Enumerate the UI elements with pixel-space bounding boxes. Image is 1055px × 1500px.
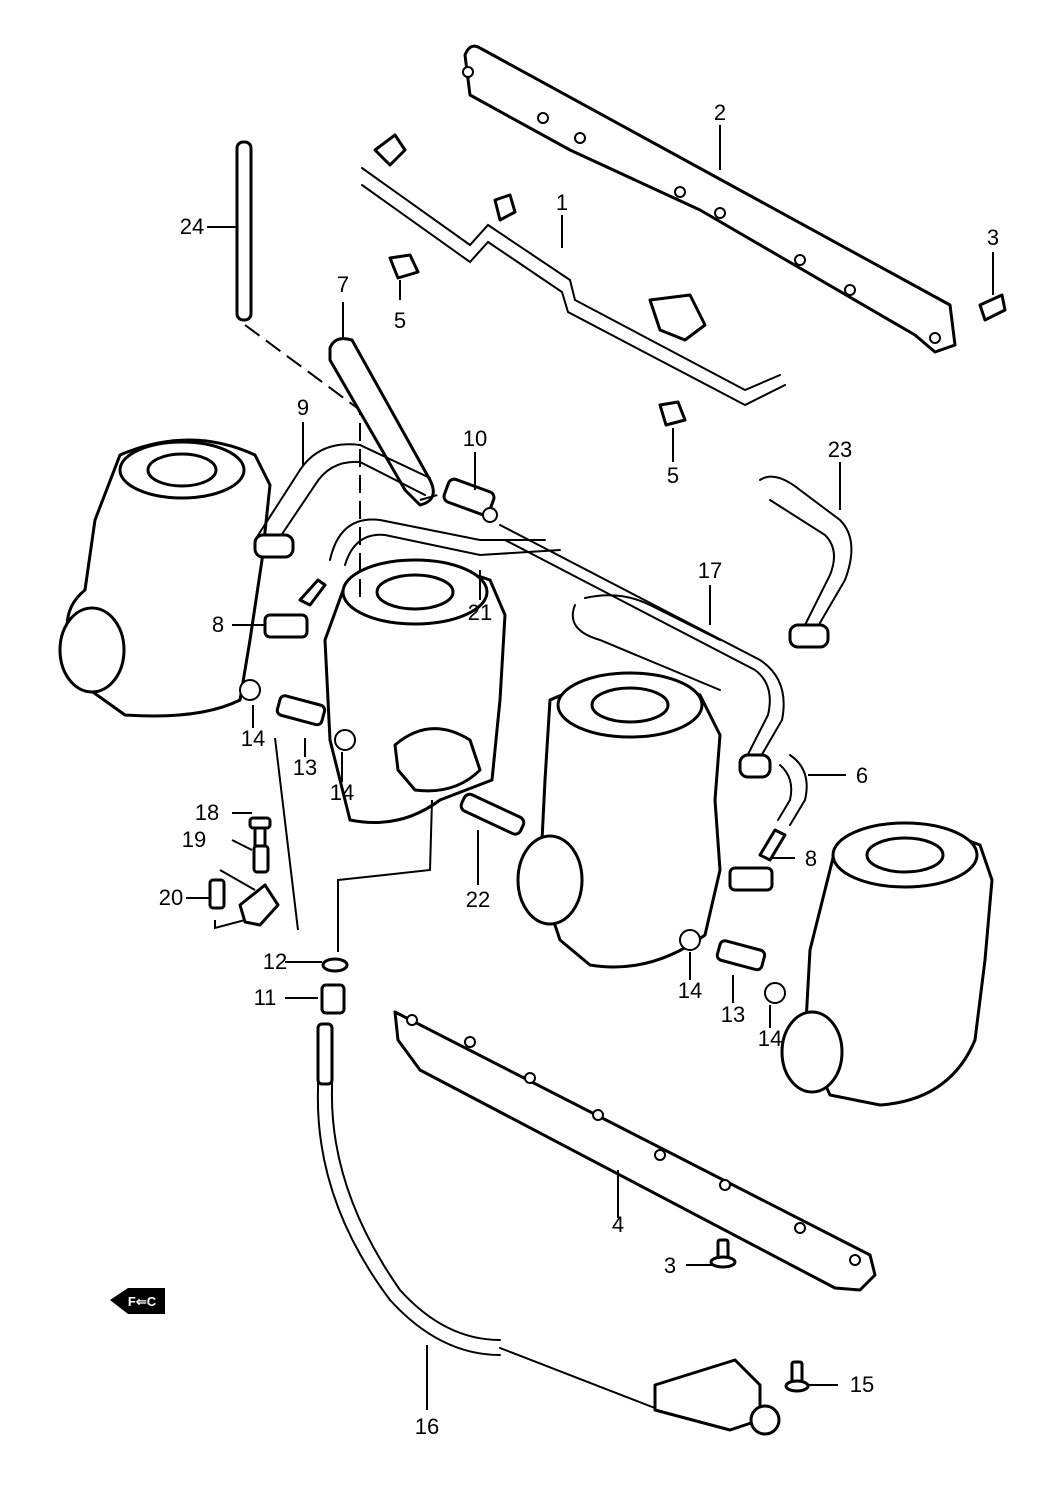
callout-21: 21 <box>468 600 492 625</box>
screw-bottom <box>709 1238 737 1269</box>
callout-5: 5 <box>394 308 406 333</box>
carburetor-body-4 <box>780 821 994 1107</box>
callout-12: 12 <box>263 949 287 974</box>
callout-14: 14 <box>758 1026 782 1051</box>
nipple-fitting-right <box>728 828 787 892</box>
loop-hose <box>571 594 721 691</box>
bent-hose-left <box>253 443 431 559</box>
upper-bracket-plate <box>462 44 957 354</box>
callout-13: 13 <box>721 1002 745 1027</box>
screw-cable-bracket <box>784 1360 810 1393</box>
clip-top <box>388 253 420 280</box>
wire-bracket <box>361 133 786 407</box>
callout-15: 15 <box>850 1372 874 1397</box>
callout-4: 4 <box>612 1212 624 1237</box>
callout-9: 9 <box>297 395 309 420</box>
lower-bracket-plate <box>393 1010 877 1292</box>
carburetor-body-3 <box>516 671 722 969</box>
callout-8: 8 <box>212 612 224 637</box>
callout-23: 23 <box>828 437 852 462</box>
callout-24: 24 <box>180 214 204 239</box>
callout-labels: 1 2 3 3 4 5 5 6 7 8 8 9 10 11 12 13 13 1… <box>159 100 999 1439</box>
short-hose <box>328 337 456 507</box>
screw-top-right <box>978 293 1007 322</box>
clip-middle <box>658 400 687 427</box>
callout-6: 6 <box>856 763 868 788</box>
pipe-fitting <box>459 792 526 836</box>
front-direction-marker: F⇐C <box>110 1288 165 1314</box>
callout-2: 2 <box>714 100 726 125</box>
nipple-fitting-left <box>263 578 327 639</box>
t-fitting <box>442 477 498 523</box>
front-marker-text: F⇐C <box>128 1294 157 1309</box>
callout-14: 14 <box>330 780 354 805</box>
callout-14: 14 <box>678 978 702 1003</box>
joint-fitting-right <box>679 929 786 1004</box>
throttle-cable <box>316 1022 781 1436</box>
callout-leaders <box>186 125 994 1410</box>
long-hose-center <box>499 524 785 779</box>
callout-5: 5 <box>667 463 679 488</box>
callout-3: 3 <box>664 1253 676 1278</box>
callout-14: 14 <box>241 726 265 751</box>
joint-fitting-left <box>239 679 356 751</box>
callout-16: 16 <box>415 1414 439 1439</box>
callout-17: 17 <box>698 558 722 583</box>
long-hose-rear <box>329 518 561 566</box>
short-bent-hose <box>777 754 808 826</box>
spring-and-washer <box>320 799 433 1015</box>
adjuster-group <box>208 816 280 930</box>
callout-10: 10 <box>463 426 487 451</box>
callout-18: 18 <box>195 800 219 825</box>
bent-hose-right <box>759 475 853 649</box>
callout-7: 7 <box>337 272 349 297</box>
callout-3: 3 <box>987 225 999 250</box>
carburetor-body-2 <box>323 558 507 824</box>
callout-22: 22 <box>466 887 490 912</box>
callout-11: 11 <box>254 985 277 1010</box>
callout-1: 1 <box>556 190 568 215</box>
callout-8: 8 <box>805 846 817 871</box>
callout-19: 19 <box>182 827 206 852</box>
callout-20: 20 <box>159 885 183 910</box>
callout-13: 13 <box>293 755 317 780</box>
carburetor-body-1 <box>58 438 272 718</box>
